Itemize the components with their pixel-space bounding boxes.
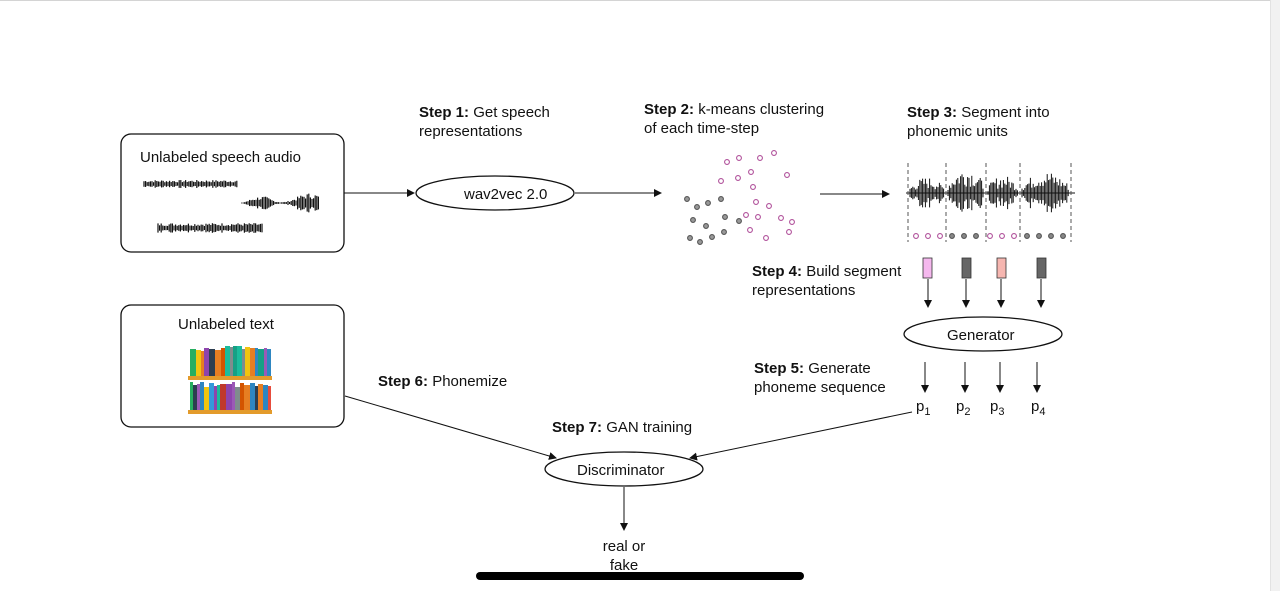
generator-node [903, 316, 1063, 352]
phoneme-p2: p2 [956, 398, 971, 418]
home-indicator[interactable] [476, 572, 804, 580]
step-6-label: Step 6: Phonemize [378, 373, 508, 390]
generator-label: Generator [947, 327, 1015, 344]
top-border [0, 0, 1280, 1]
phoneme-p4: p4 [1031, 398, 1046, 418]
discriminator-node [544, 451, 704, 487]
bookshelf-icon [188, 346, 272, 414]
segment-rep-4 [1036, 257, 1047, 279]
segmented-waveform [906, 163, 1075, 242]
flow-arrows [344, 189, 1045, 531]
phoneme-p3: p3 [990, 398, 1005, 418]
audio-box-title: Unlabeled speech audio [140, 149, 301, 166]
text-box [120, 304, 345, 428]
wav2vec-label: wav2vec 2.0 [464, 186, 548, 203]
discriminator-label: Discriminator [577, 462, 665, 479]
cluster-dots [684, 150, 795, 245]
page-right-edge [1270, 0, 1280, 591]
wav2vec-node [415, 175, 575, 211]
segment-rep-2 [961, 257, 972, 279]
step-7-label: Step 7: GAN training [552, 419, 693, 436]
segment-rep-1 [922, 257, 933, 279]
segment-representations [922, 257, 1047, 279]
phoneme-p1: p1 [916, 398, 931, 418]
text-box-title: Unlabeled text [178, 316, 274, 333]
waveform-icon [143, 180, 319, 233]
segment-rep-3 [996, 257, 1007, 279]
